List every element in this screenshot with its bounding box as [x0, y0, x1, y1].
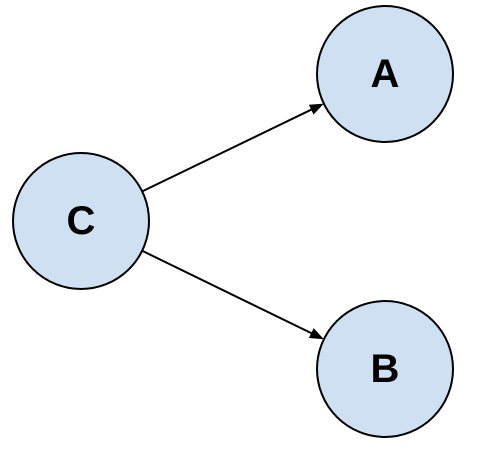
- nodes-layer: C A B: [12, 5, 454, 438]
- edges-layer: [141, 103, 324, 340]
- node-circle: [12, 152, 150, 290]
- node-c: C: [12, 152, 150, 290]
- node-label: A: [371, 52, 400, 96]
- edge-c-b: [141, 249, 324, 340]
- arrowhead-icon: [308, 328, 324, 340]
- edge-c-a: [141, 103, 324, 193]
- node-b: B: [316, 300, 454, 438]
- edge-line: [141, 249, 312, 335]
- node-label: C: [67, 199, 96, 243]
- node-a: A: [316, 5, 454, 143]
- node-circle: [316, 5, 454, 143]
- edge-line: [141, 108, 312, 193]
- node-label: B: [371, 347, 400, 391]
- node-circle: [316, 300, 454, 438]
- arrowhead-icon: [308, 103, 324, 115]
